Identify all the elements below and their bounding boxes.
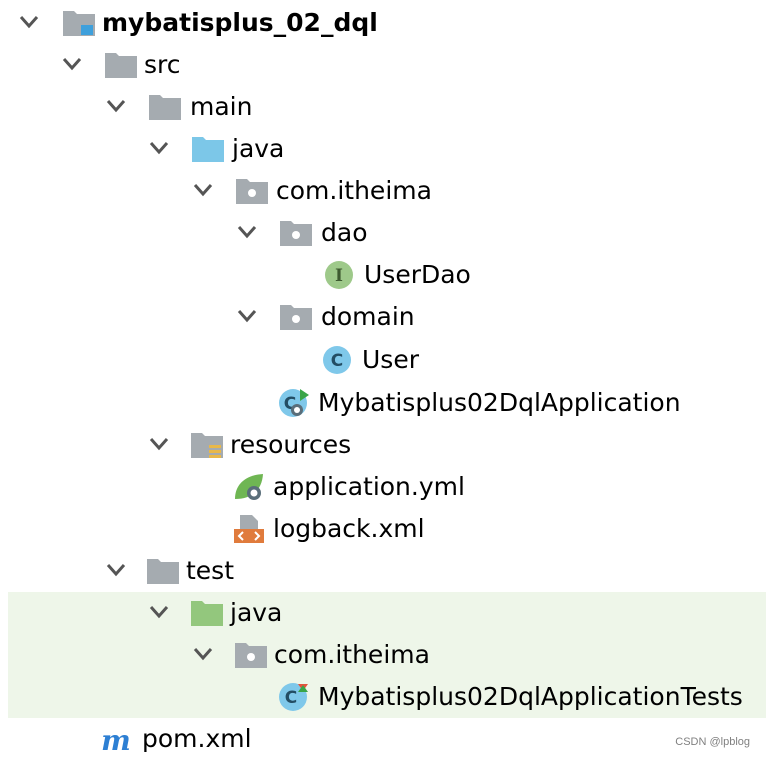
tree-label-app-yml: application.yml <box>273 472 465 501</box>
tree-row-main-package[interactable]: com.itheima <box>0 170 766 212</box>
chevron-down-icon[interactable] <box>148 435 170 453</box>
tree-label-test-package: com.itheima <box>274 640 430 669</box>
maven-icon-letter: m <box>101 724 131 754</box>
chevron-down-icon[interactable] <box>61 55 83 73</box>
tree-row-user[interactable]: C User <box>0 339 766 381</box>
tree-label-userdao: UserDao <box>364 260 471 289</box>
tree-label-src: src <box>144 50 181 79</box>
tree-row-root[interactable]: mybatisplus_02_dql <box>0 2 766 44</box>
tree-label-pom: pom.xml <box>142 724 252 753</box>
chevron-down-icon[interactable] <box>192 645 214 663</box>
spring-boot-class-icon: C <box>279 389 309 417</box>
tree-label-dao: dao <box>321 218 368 247</box>
chevron-down-icon[interactable] <box>18 13 40 31</box>
tree-row-main[interactable]: main <box>0 86 766 128</box>
package-icon <box>236 179 268 204</box>
chevron-down-icon[interactable] <box>105 97 127 115</box>
folder-icon <box>147 559 179 584</box>
tree-row-app-yml[interactable]: application.yml <box>0 466 766 508</box>
chevron-down-icon[interactable] <box>105 561 127 579</box>
chevron-down-icon[interactable] <box>192 181 214 199</box>
tree-label-resources: resources <box>230 430 352 459</box>
chevron-down-icon[interactable] <box>148 139 170 157</box>
interface-icon: I <box>325 261 353 289</box>
chevron-down-icon[interactable] <box>148 603 170 621</box>
class-icon-letter: C <box>285 688 297 708</box>
tree-label-main-package: com.itheima <box>276 176 432 205</box>
tree-row-test-class[interactable]: C Mybatisplus02DqlApplicationTests <box>8 676 766 718</box>
tree-row-resources[interactable]: resources <box>0 424 766 466</box>
package-icon <box>235 643 267 668</box>
source-root-folder-icon <box>192 137 224 162</box>
chevron-down-icon[interactable] <box>236 223 258 241</box>
tree-label-user: User <box>362 345 419 374</box>
tree-row-userdao[interactable]: I UserDao <box>0 254 766 296</box>
module-folder-icon <box>63 11 95 36</box>
tree-row-dao[interactable]: dao <box>0 212 766 254</box>
package-icon <box>280 221 312 246</box>
tree-label-main: main <box>190 92 253 121</box>
tree-row-domain[interactable]: domain <box>0 296 766 338</box>
resources-folder-icon <box>191 433 223 458</box>
tree-label-test-java: java <box>230 598 283 627</box>
tree-row-main-java[interactable]: java <box>0 128 766 170</box>
tree-label-domain: domain <box>321 302 415 331</box>
tree-row-logback[interactable]: logback.xml <box>0 508 766 550</box>
folder-icon <box>105 53 137 78</box>
maven-icon: m <box>101 724 131 754</box>
tree-row-test-java[interactable]: java <box>8 592 766 634</box>
chevron-down-icon[interactable] <box>236 307 258 325</box>
tree-row-pom[interactable]: m pom.xml <box>0 718 766 760</box>
spring-config-file-icon <box>235 474 263 500</box>
tree-label-logback: logback.xml <box>273 514 425 543</box>
tree-label-main-java: java <box>232 134 285 163</box>
tree-label-test: test <box>186 556 235 585</box>
tree-label-root: mybatisplus_02_dql <box>102 8 378 37</box>
class-icon-letter: C <box>331 351 343 371</box>
test-class-icon: C <box>279 683 308 711</box>
interface-icon-letter: I <box>335 266 343 286</box>
tree-row-test[interactable]: test <box>0 550 766 592</box>
tree-label-app-class: Mybatisplus02DqlApplication <box>318 388 681 417</box>
tree-row-src[interactable]: src <box>0 44 766 86</box>
test-root-folder-icon <box>191 601 223 626</box>
class-icon: C <box>323 346 351 374</box>
xml-file-icon <box>234 515 264 543</box>
watermark: CSDN @lpblog <box>675 736 750 748</box>
tree-row-app-class[interactable]: C Mybatisplus02DqlApplication <box>0 382 766 424</box>
package-icon <box>280 305 312 330</box>
tree-label-test-class: Mybatisplus02DqlApplicationTests <box>318 682 743 711</box>
tree-row-test-package[interactable]: com.itheima <box>8 634 766 676</box>
folder-icon <box>149 95 181 120</box>
